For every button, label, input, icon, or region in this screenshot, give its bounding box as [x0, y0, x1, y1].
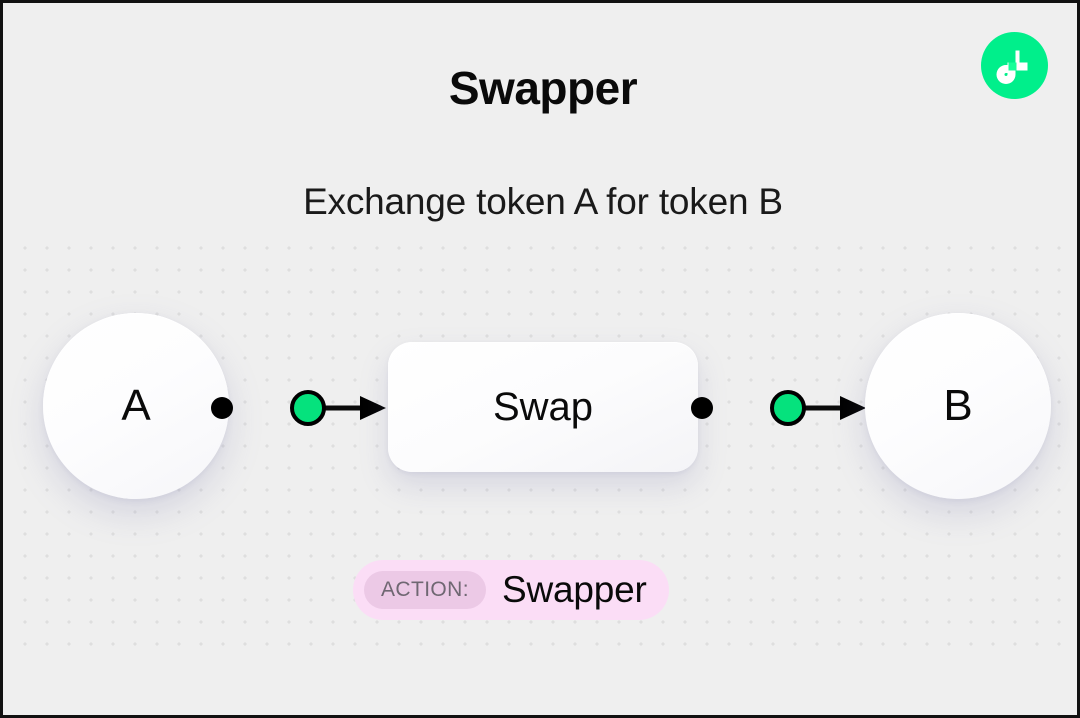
flow-logo-icon [981, 32, 1048, 99]
page-subtitle: Exchange token A for token B [303, 181, 783, 222]
token-node-b-label: B [943, 381, 973, 430]
action-badge-value: Swapper [501, 569, 647, 610]
swap-action-box-label: Swap [492, 384, 594, 429]
connector-a-to-swap [208, 386, 388, 430]
token-node-b[interactable]: B [865, 313, 1051, 499]
swap-action-box[interactable]: Swap [388, 342, 698, 472]
token-node-a-label: A [121, 381, 151, 430]
page-title: Swapper [448, 62, 638, 114]
action-badge-key: ACTION: [364, 571, 486, 609]
action-badge: ACTION: Swapper [353, 560, 669, 620]
connector-swap-to-b [688, 386, 868, 430]
token-node-a[interactable]: A [43, 313, 229, 499]
